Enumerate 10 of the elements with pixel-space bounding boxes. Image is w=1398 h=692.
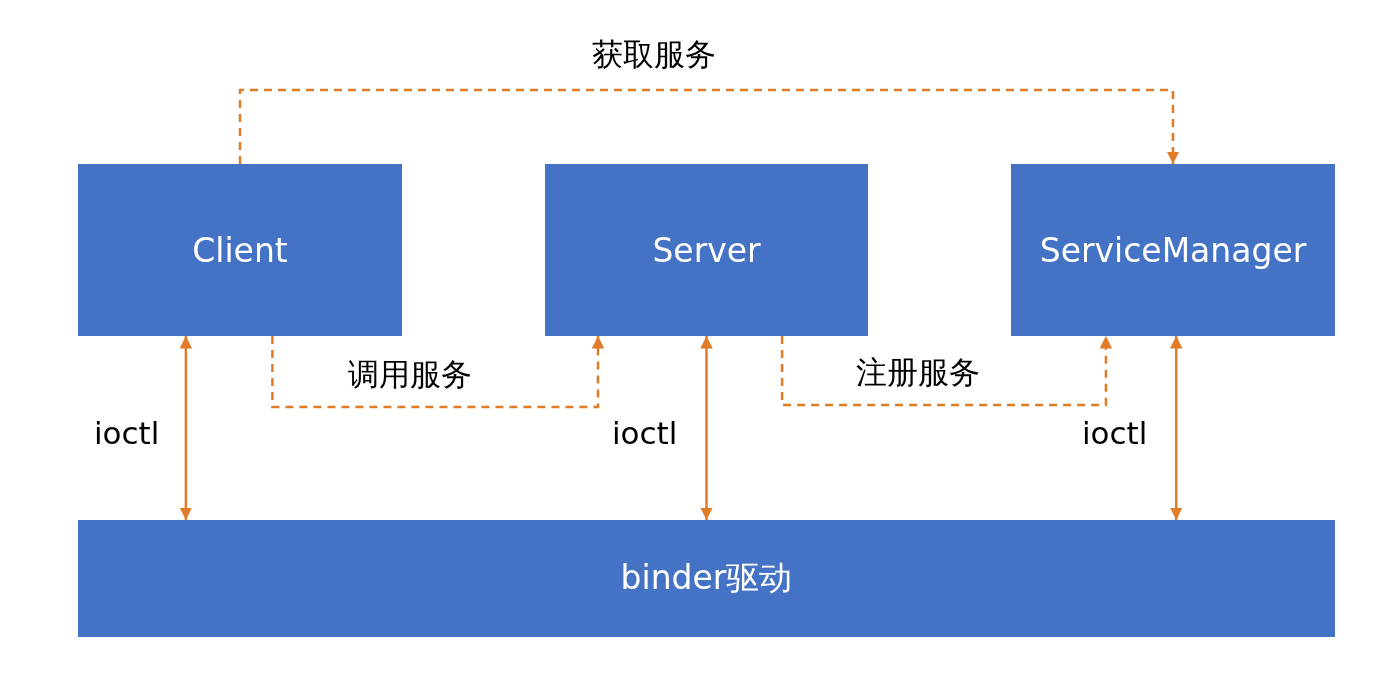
component-box: Client	[78, 164, 402, 336]
double-arrow	[1170, 336, 1183, 520]
dashed-arrow	[238, 88, 1180, 164]
dashed-arrow	[780, 336, 1113, 407]
component-box: ServiceManager	[1011, 164, 1335, 336]
component-box: Server	[545, 164, 868, 336]
dashed-arrow	[271, 336, 605, 409]
double-arrow	[700, 336, 713, 520]
driver-bar: binder驱动	[78, 520, 1335, 637]
double-arrow	[179, 336, 193, 520]
